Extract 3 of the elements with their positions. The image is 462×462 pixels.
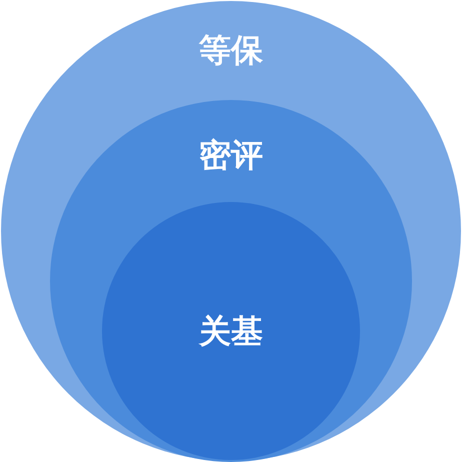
- circle-label: 等保: [199, 31, 263, 69]
- circle-label: 关基: [199, 312, 263, 350]
- circle-label: 密评: [199, 136, 263, 174]
